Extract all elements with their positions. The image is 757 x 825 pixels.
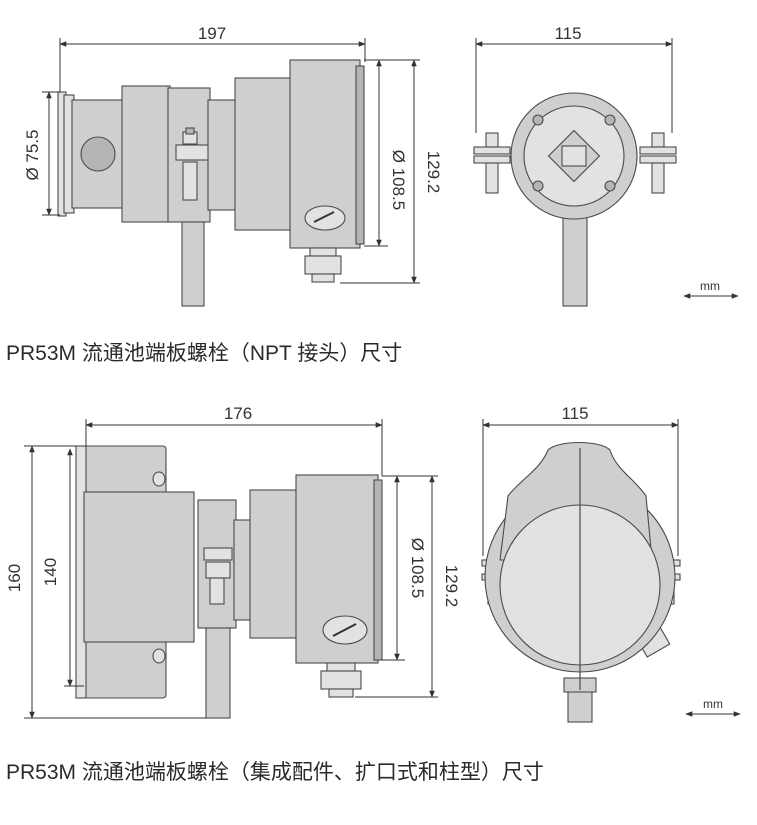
fig1-label-height: 129.2: [424, 151, 443, 194]
fig1-end-view: [473, 92, 677, 307]
fig1-label-end-width: 115: [554, 24, 581, 43]
fig1-unit-indicator: mm: [683, 279, 739, 299]
fig1-label-width: 197: [198, 24, 226, 43]
fig1-dim-height: 129.2: [340, 59, 443, 284]
fig2-label-inner-height: 140: [41, 558, 60, 586]
fig2-label-end-width: 115: [561, 404, 588, 423]
fig2-end-view: [481, 442, 681, 723]
fig2-unit-label: mm: [703, 697, 723, 711]
fig1-label-inlet-diameter: Ø 75.5: [23, 129, 42, 180]
fig1-dim-end-width: 115: [475, 24, 673, 133]
fig2-label-outer-height: 160: [5, 564, 24, 592]
fig2-unit-indicator: mm: [685, 697, 741, 717]
fig1-dim-width: 197: [59, 24, 366, 92]
fig1-label-body-diameter: Ø 108.5: [389, 150, 408, 211]
figure-1-caption: PR53M 流通池端板螺栓（NPT 接头）尺寸: [6, 342, 403, 365]
fig2-dim-outer-height: 160: [5, 445, 206, 719]
fig2-label-width: 176: [224, 404, 252, 423]
fig1-dim-body-diameter: Ø 108.5: [364, 59, 408, 247]
fig2-dim-height: 129.2: [355, 475, 461, 698]
fig2-dim-width: 176: [85, 404, 383, 476]
fig1-unit-label: mm: [700, 279, 720, 293]
fig2-dim-end-width: 115: [482, 404, 679, 556]
fig1-dim-inlet-diameter: Ø 75.5: [23, 91, 60, 216]
fig2-dim-body-diameter: Ø 108.5: [382, 475, 427, 661]
fig2-side-view: [75, 445, 383, 719]
fig2-label-height: 129.2: [442, 565, 461, 608]
figure-2-caption: PR53M 流通池端板螺栓（集成配件、扩口式和柱型）尺寸: [6, 761, 544, 784]
fig2-dim-inner-height: 140: [41, 448, 84, 687]
fig2-label-body-diameter: Ø 108.5: [408, 538, 427, 599]
fig1-side-view: [57, 59, 365, 307]
